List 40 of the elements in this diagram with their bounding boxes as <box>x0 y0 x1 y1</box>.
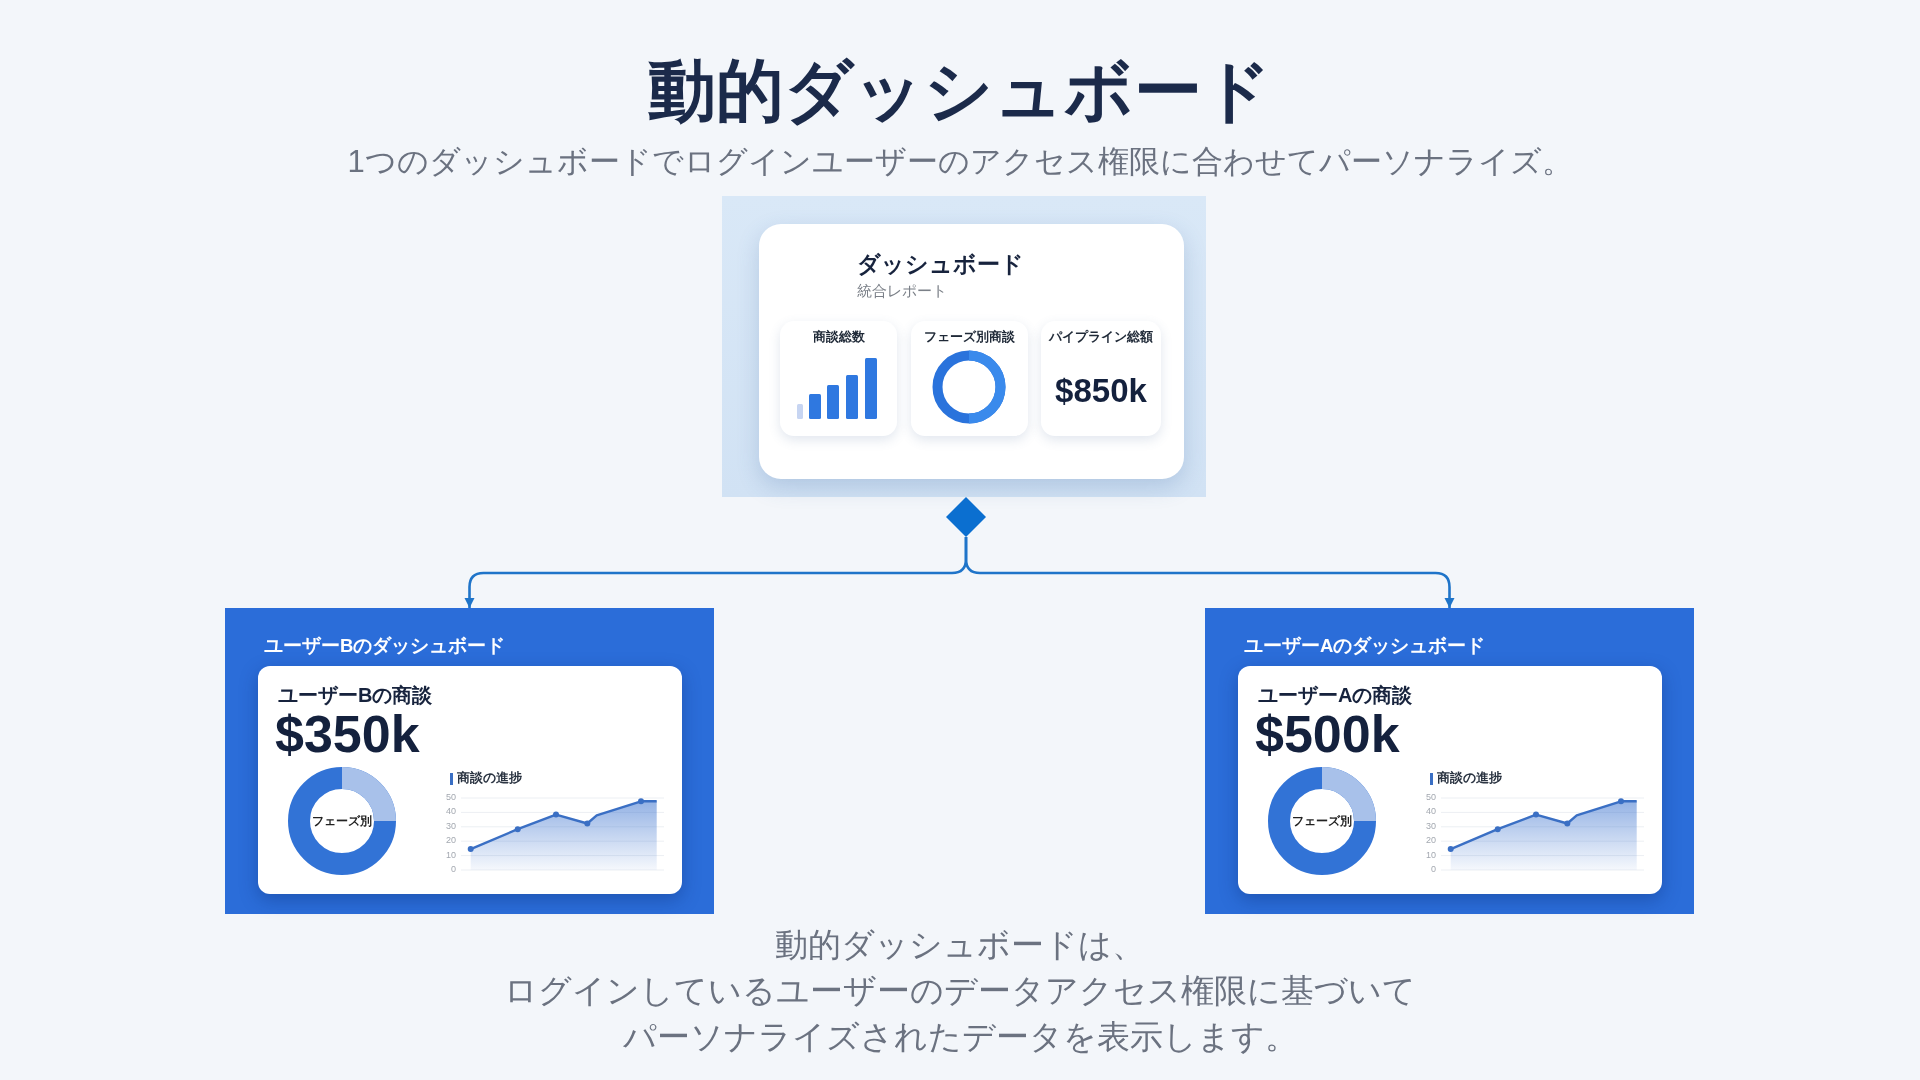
metric-label: 商談総数 <box>812 330 865 345</box>
card-title: ユーザーAの商談 <box>1258 683 1413 707</box>
panel-title: ユーザーAのダッシュボード <box>1244 635 1486 658</box>
metric-value: $850k <box>1055 371 1147 411</box>
amount: $500k <box>1255 708 1400 760</box>
chart-title: 商談の進捗 <box>457 770 522 786</box>
chart-label: フェーズ別 <box>1292 813 1352 829</box>
metric-card <box>911 321 1028 436</box>
metric-label: パイプライン総額 <box>1049 330 1153 345</box>
axis-tick: 10 <box>1426 850 1436 861</box>
chart-title: 商談の進捗 <box>1437 770 1502 786</box>
panel-title: ユーザーBのダッシュボード <box>264 635 506 658</box>
metric-card <box>780 321 897 436</box>
axis-tick: 50 <box>1426 793 1436 803</box>
chart-label: フェーズ別 <box>312 813 372 829</box>
card-title: ユーザーBの商談 <box>278 683 433 707</box>
axis-tick: 50 <box>446 793 456 803</box>
caption: 動的ダッシュボードは、ログインしているユーザーのデータアクセス権限に基づいてパーソナライズされたデータを表示します。 <box>503 925 1417 1057</box>
axis-tick: 20 <box>446 836 456 847</box>
card-title: ダッシュボード <box>857 251 1024 279</box>
axis-tick: 30 <box>1426 821 1436 832</box>
deal-card <box>1238 666 1662 894</box>
connector-arrow <box>964 537 1455 608</box>
page-title: 動的ダッシュボード <box>648 51 1272 130</box>
axis-tick: 40 <box>1426 807 1436 818</box>
axis-tick: 0 <box>1431 865 1436 875</box>
user-dashboard-panel <box>225 608 714 914</box>
metric-label: フェーズ別商談 <box>924 330 1015 345</box>
axis-tick: 20 <box>1426 836 1436 847</box>
backdrop-panel <box>722 196 1206 497</box>
amount: $350k <box>275 708 420 760</box>
user-dashboard-panel <box>1205 608 1694 914</box>
axis-tick: 0 <box>451 865 456 875</box>
deal-card <box>258 666 682 894</box>
subtitle: 1つのダッシュボードでログインユーザーのアクセス権限に合わせてパーソナライズ。 <box>347 143 1573 181</box>
axis-tick: 30 <box>446 821 456 832</box>
axis-tick: 40 <box>446 807 456 818</box>
card-subtitle: 統合レポート <box>857 282 947 300</box>
dashboard-card <box>759 224 1184 479</box>
axis-tick: 10 <box>446 850 456 861</box>
